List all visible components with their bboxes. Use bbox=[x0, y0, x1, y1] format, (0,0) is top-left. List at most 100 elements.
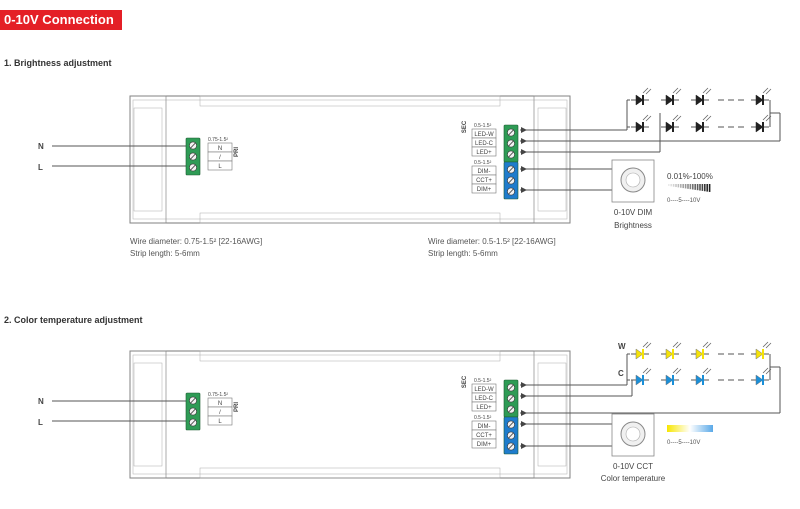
s2-dimmer-desc: Color temperature bbox=[601, 474, 666, 483]
pin-label: LED+ bbox=[476, 150, 492, 156]
led-ray bbox=[705, 368, 712, 375]
terminal-slot bbox=[508, 395, 514, 402]
terminal-slot bbox=[190, 419, 196, 426]
s2-sec-led-pin-box: LED-W LED-C LED+ bbox=[471, 383, 497, 412]
s2-end-cap bbox=[129, 350, 167, 479]
section-1-title: 1. Brightness adjustment bbox=[4, 58, 112, 68]
pin-label: N bbox=[218, 401, 222, 407]
s2-dimmer-scale: 0----5----10V bbox=[667, 440, 700, 446]
pin-label: DIM- bbox=[478, 169, 491, 175]
led-triangle bbox=[755, 94, 764, 106]
s2-led-c bbox=[631, 367, 652, 386]
led-ray bbox=[642, 87, 649, 94]
s2-led-c bbox=[661, 367, 682, 386]
led-ray bbox=[762, 367, 769, 374]
s1-brightness-bar bbox=[677, 184, 680, 188]
pin-label: / bbox=[219, 410, 221, 416]
led-ray bbox=[705, 88, 712, 95]
s2-led-c bbox=[751, 367, 772, 386]
s1-dimmer-desc: Brightness bbox=[614, 221, 652, 230]
terminal-slot bbox=[508, 129, 514, 136]
led-ray bbox=[675, 115, 682, 122]
s1-brightness-bar bbox=[696, 184, 699, 191]
led-triangle bbox=[665, 374, 674, 386]
s1-brightness-bar bbox=[708, 184, 711, 192]
pin-label: LED-C bbox=[475, 141, 494, 147]
pin-cell bbox=[471, 438, 497, 449]
s1-dimmer-range: 0.01%-100% bbox=[667, 172, 713, 181]
s1-brightness-bar bbox=[699, 184, 701, 191]
s1-brightness-bar bbox=[701, 184, 704, 191]
terminal-slot bbox=[190, 397, 196, 404]
pin-label: L bbox=[218, 419, 222, 425]
s1-brightness-bar bbox=[682, 184, 684, 189]
s2-strip-w-label: W bbox=[618, 342, 626, 351]
s1-driver-inner-outline bbox=[132, 99, 568, 220]
led-triangle bbox=[635, 94, 644, 106]
pin-cell bbox=[471, 146, 497, 157]
arrow-head bbox=[521, 187, 527, 193]
led-triangle bbox=[695, 121, 704, 133]
s1-led-0 bbox=[661, 87, 682, 106]
led-ray bbox=[672, 367, 679, 374]
arrow-head bbox=[521, 127, 527, 133]
led-ray bbox=[765, 88, 772, 95]
s1-brightness-bar bbox=[675, 184, 677, 188]
s1-top-rail bbox=[199, 95, 501, 107]
led-ray bbox=[702, 87, 709, 94]
s1-sec-led-rating: 0.5-1.5² bbox=[474, 123, 492, 129]
s2-strip-c-label: C bbox=[618, 369, 624, 378]
s1-input-l-label: L bbox=[38, 163, 43, 172]
led-ray bbox=[702, 114, 709, 121]
s1-brightness-bar bbox=[680, 184, 682, 188]
s2-led-w bbox=[691, 341, 712, 360]
s2-end-cap-inner bbox=[537, 362, 567, 467]
pin-label: LED-W bbox=[474, 387, 494, 393]
arrow-head bbox=[521, 421, 527, 427]
led-triangle bbox=[695, 94, 704, 106]
s1-brightness-bar bbox=[694, 184, 696, 190]
s1-brightness-bar bbox=[684, 184, 687, 189]
terminal-slot bbox=[508, 443, 514, 450]
s2-sec-label: SEC bbox=[462, 375, 468, 388]
pin-label: LED+ bbox=[476, 405, 492, 411]
s1-wire-note-right-2: Strip length: 5-6mm bbox=[428, 249, 498, 258]
s2-sec-dim-terminal bbox=[503, 416, 519, 455]
led-ray bbox=[672, 87, 679, 94]
led-triangle bbox=[755, 121, 764, 133]
pin-cell bbox=[207, 415, 233, 426]
terminal-slot bbox=[508, 432, 514, 439]
led-ray bbox=[675, 342, 682, 349]
s1-brightness-bar bbox=[689, 184, 692, 190]
s1-sec-dim-pin-box: DIM-CCT+DIM+ bbox=[471, 165, 497, 194]
s2-sec-led-rating: 0.5-1.5² bbox=[474, 378, 492, 384]
section-header: 0-10V Connection bbox=[0, 10, 122, 30]
arrow-head bbox=[521, 410, 527, 416]
terminal-slot bbox=[508, 188, 514, 195]
s1-led-0 bbox=[691, 87, 712, 106]
led-ray bbox=[705, 342, 712, 349]
led-ray bbox=[672, 341, 679, 348]
terminal-slot bbox=[190, 142, 196, 149]
arrow-head bbox=[521, 138, 527, 144]
s2-led-w bbox=[661, 341, 682, 360]
s1-led-1 bbox=[691, 114, 712, 133]
s1-wire-note-left-2: Strip length: 5-6mm bbox=[130, 249, 200, 258]
s2-pri-terminal bbox=[185, 392, 201, 431]
s2-sec-dim-pin-box: DIM-CCT+DIM+ bbox=[471, 420, 497, 449]
s1-dimmer-box bbox=[611, 159, 655, 203]
s1-sec-label: SEC bbox=[462, 120, 468, 133]
led-ray bbox=[642, 341, 649, 348]
led-triangle bbox=[665, 94, 674, 106]
s1-brightness-bar bbox=[668, 184, 670, 186]
s1-brightness-bar bbox=[672, 184, 675, 187]
terminal-slot bbox=[508, 140, 514, 147]
pin-label: L bbox=[218, 164, 222, 170]
pin-label: N bbox=[218, 146, 222, 152]
led-ray bbox=[762, 114, 769, 121]
s2-led-w bbox=[751, 341, 772, 360]
led-ray bbox=[645, 115, 652, 122]
pin-label: / bbox=[219, 155, 221, 161]
pin-label: LED-C bbox=[475, 396, 494, 402]
